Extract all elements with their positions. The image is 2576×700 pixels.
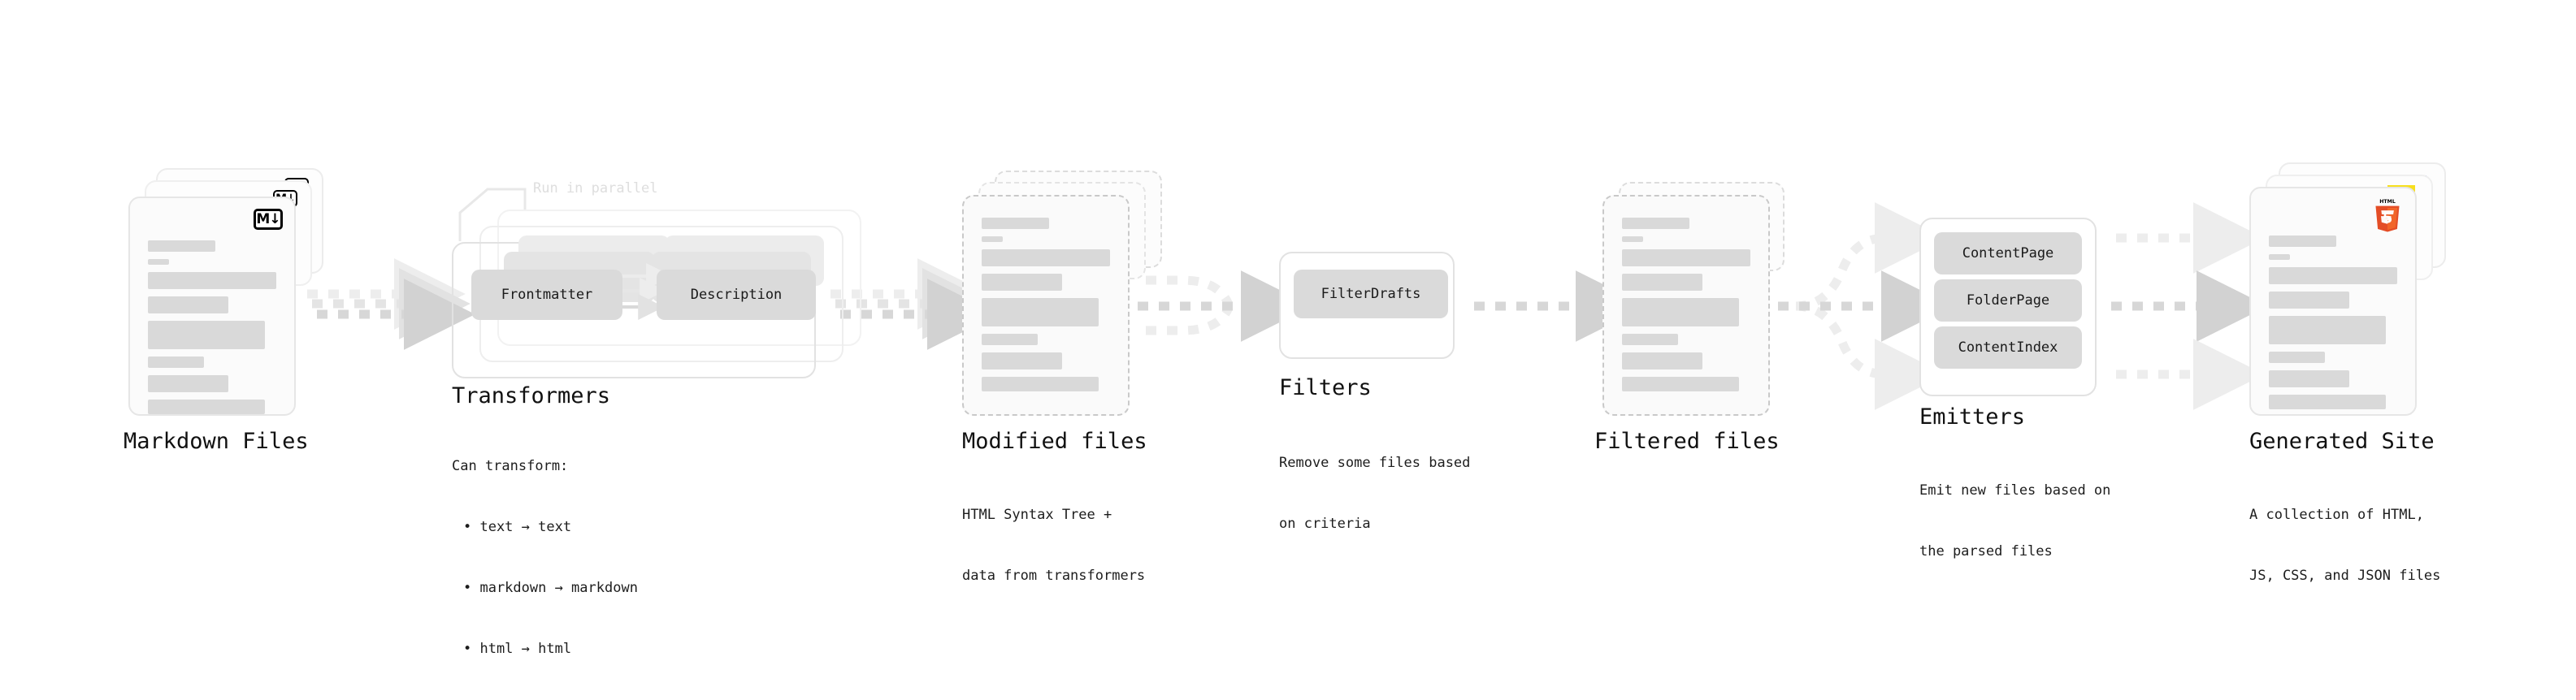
filter-drafts-pill[interactable]: FilterDrafts xyxy=(1294,270,1448,318)
generated-content-lines xyxy=(2269,235,2399,417)
content-bar xyxy=(982,249,1111,266)
description-pill-label: Description xyxy=(690,287,783,303)
arrow-emitters-to-generated xyxy=(2111,202,2268,410)
transformers-desc-head: Can transform: xyxy=(452,458,569,474)
arrow-markdown-to-transformers xyxy=(307,258,475,350)
content-bar xyxy=(148,356,204,368)
filters-desc-line-2: on criteria xyxy=(1279,516,1371,532)
content-bar xyxy=(2269,235,2337,247)
content-bar xyxy=(982,274,1063,291)
content-bar xyxy=(982,236,1003,242)
modified-desc-line-1: HTML Syntax Tree + xyxy=(962,507,1112,523)
modified-files-title: Modified files xyxy=(962,429,1147,454)
emitters-title: Emitters xyxy=(1919,404,2026,430)
frontmatter-pill[interactable]: Frontmatter xyxy=(471,270,622,320)
filtered-card-front xyxy=(1602,195,1770,416)
run-in-parallel-label: Run in parallel xyxy=(533,180,658,197)
content-bar xyxy=(148,272,277,289)
filtered-content-lines xyxy=(1622,218,1752,399)
content-page-label: ContentPage xyxy=(1962,245,2054,261)
svg-text:5: 5 xyxy=(2383,210,2393,227)
content-bar xyxy=(2269,316,2386,344)
content-bar xyxy=(982,298,1099,326)
content-index-label: ContentIndex xyxy=(1958,339,2058,356)
content-bar xyxy=(1622,218,1690,229)
frontmatter-pill-label: Frontmatter xyxy=(501,287,593,303)
generated-site-title: Generated Site xyxy=(2249,429,2435,454)
content-bar xyxy=(2269,370,2350,387)
arrow-modified-to-filters xyxy=(1138,270,1312,342)
content-bar xyxy=(2269,292,2350,309)
filtered-files-title: Filtered files xyxy=(1594,429,1780,454)
transformers-title: Transformers xyxy=(452,383,611,408)
html5-badge: HTML 5 xyxy=(2375,199,2400,232)
emitters-description: Emit new files based on the parsed files xyxy=(1919,440,2110,603)
content-bar xyxy=(1622,298,1739,326)
content-bar xyxy=(148,375,229,392)
folder-page-label: FolderPage xyxy=(1966,292,2050,309)
filters-description: Remove some files based on criteria xyxy=(1279,413,1470,575)
modified-card-front xyxy=(962,195,1130,416)
generated-site-description: A collection of HTML, JS, CSS, and JSON … xyxy=(2249,465,2440,627)
generated-card-front: HTML 5 xyxy=(2249,187,2417,416)
content-bar xyxy=(982,218,1050,229)
content-bar xyxy=(2269,395,2386,409)
content-bar xyxy=(148,400,265,414)
content-bar xyxy=(982,377,1099,391)
description-pill[interactable]: Description xyxy=(657,270,816,320)
generated-desc-line-2: JS, CSS, and JSON files xyxy=(2249,568,2441,584)
content-bar xyxy=(982,334,1038,345)
generated-desc-line-1: A collection of HTML, xyxy=(2249,507,2424,523)
content-bar xyxy=(148,296,229,313)
md-badge-text: M↓ xyxy=(256,210,280,227)
markdown-card-front: M↓ xyxy=(128,197,296,416)
transformers-desc-item-2: • markdown → markdown xyxy=(463,580,638,596)
filters-desc-line-1: Remove some files based xyxy=(1279,455,1471,471)
emitters-desc-line-1: Emit new files based on xyxy=(1919,482,2111,499)
content-bar xyxy=(1622,274,1703,291)
content-bar xyxy=(1622,377,1739,391)
content-bar xyxy=(148,240,216,252)
filter-drafts-label: FilterDrafts xyxy=(1321,286,1421,302)
filters-title: Filters xyxy=(1279,375,1372,400)
content-bar xyxy=(148,259,169,265)
modified-files-description: HTML Syntax Tree + data from transformer… xyxy=(962,465,1145,627)
content-bar xyxy=(1622,352,1703,369)
folder-page-pill[interactable]: FolderPage xyxy=(1934,279,2082,322)
content-bar xyxy=(2269,254,2290,260)
markdown-content-lines xyxy=(148,240,278,421)
content-bar xyxy=(2269,352,2325,363)
markdown-files-title: Markdown Files xyxy=(124,429,309,454)
transformers-desc-item-3: • html → html xyxy=(463,641,572,657)
content-bar xyxy=(1622,236,1643,242)
content-bar xyxy=(2269,267,2398,284)
content-bar xyxy=(148,321,265,349)
transformers-desc-item-1: • text → text xyxy=(463,519,572,535)
content-page-pill[interactable]: ContentPage xyxy=(1934,232,2082,274)
content-bar xyxy=(1622,249,1751,266)
markdown-badge: M↓ xyxy=(254,209,283,230)
arrow-filtered-to-emitters xyxy=(1778,202,1953,410)
content-bar xyxy=(982,352,1063,369)
emitters-desc-line-2: the parsed files xyxy=(1919,543,2053,560)
svg-text:HTML: HTML xyxy=(2379,199,2396,205)
transformers-description: Can transform: • text → text • markdown … xyxy=(452,416,638,700)
modified-content-lines xyxy=(982,218,1112,399)
pipeline-diagram: M↓ M↓ M↓ Markdown Files Run in paralle xyxy=(124,162,2446,657)
modified-desc-line-2: data from transformers xyxy=(962,568,1146,584)
content-bar xyxy=(1622,334,1678,345)
content-index-pill[interactable]: ContentIndex xyxy=(1934,326,2082,369)
